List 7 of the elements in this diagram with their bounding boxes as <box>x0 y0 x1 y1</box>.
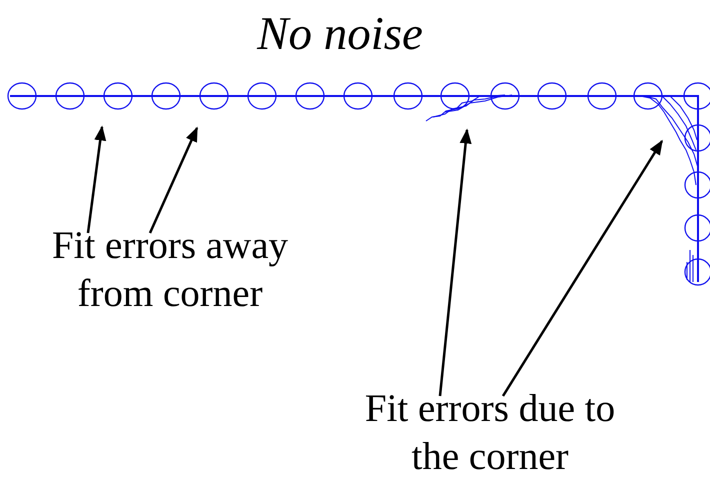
title: No noise <box>256 7 424 62</box>
callout-text: Fit errors due to the corner <box>345 385 635 481</box>
leader-line <box>148 126 198 234</box>
leader-line <box>86 126 106 234</box>
leader-line <box>502 140 664 397</box>
leader-line <box>438 128 472 396</box>
callout-text: Fit errors away from corner <box>10 222 330 318</box>
